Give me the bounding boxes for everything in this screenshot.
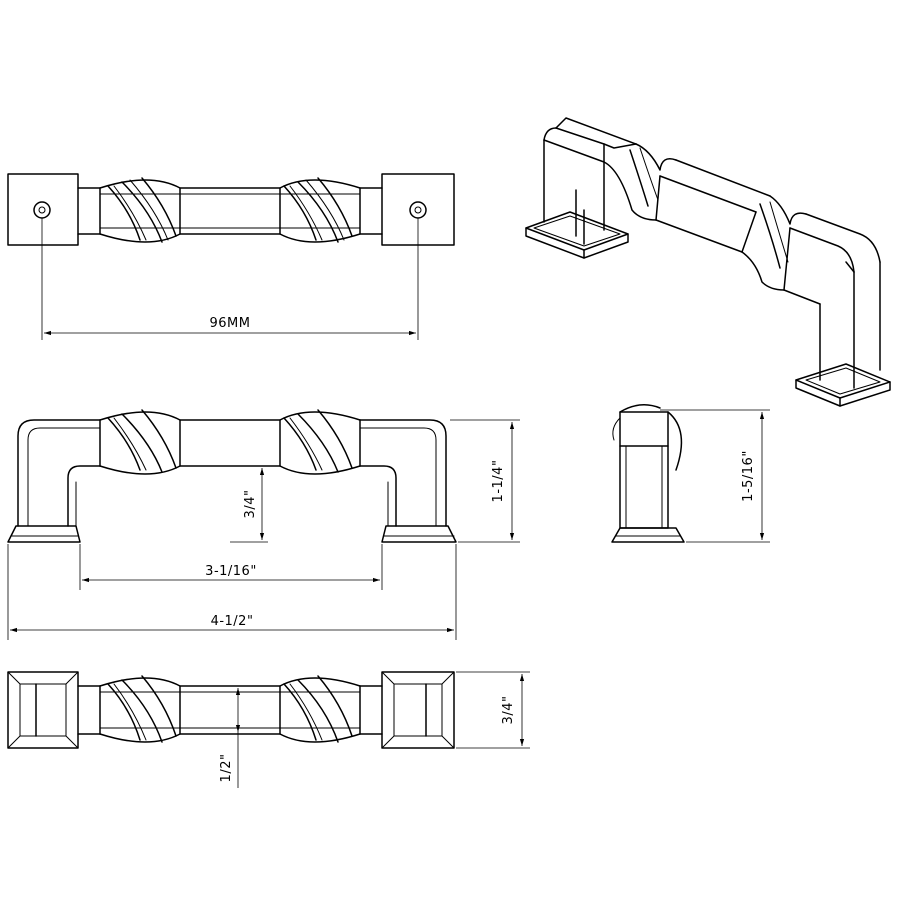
dim-grip-width-label: 1/2" [219, 754, 234, 783]
dim-96mm-label: 96MM [210, 316, 251, 331]
left-twist [107, 177, 177, 243]
right-screw-hole [409, 201, 427, 219]
top-view: 96MM [7, 173, 455, 340]
dim-base-width-label: 3/4" [501, 696, 516, 725]
side-elevation-view: 3-1/16" 4-1/2" 1-1/4" 3/4" [7, 409, 520, 640]
isometric-view [525, 117, 891, 407]
bottom-view: 1/2" 3/4" [7, 671, 530, 788]
end-view: 1-5/16" [611, 404, 770, 543]
dim-projection-label: 1-1/4" [491, 460, 506, 503]
left-mount-square [7, 173, 79, 246]
left-screw-hole [33, 201, 51, 219]
dim-side-height-label: 1-5/16" [741, 450, 756, 502]
right-twist [283, 177, 353, 243]
dim-center-to-center-label: 3-1/16" [205, 564, 257, 579]
dim-clearance-label: 3/4" [243, 490, 258, 519]
dim-overall-length-label: 4-1/2" [211, 614, 254, 629]
